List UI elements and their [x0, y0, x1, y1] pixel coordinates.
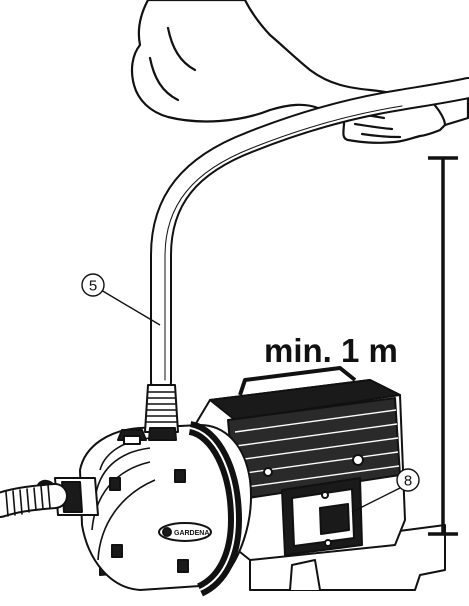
garden-pump: GARDENA: [35, 366, 446, 597]
height-dimension: [428, 156, 458, 536]
switch-callout: 8: [351, 468, 420, 513]
inlet-hose: [0, 483, 68, 518]
callout-number-5: 5: [89, 278, 97, 295]
hose-callout: 5: [81, 273, 161, 326]
min-height-label: min. 1 m: [264, 332, 398, 369]
callout-number-8: 8: [404, 473, 412, 490]
suction-hose: [150, 77, 469, 393]
brand-mark: GARDENA: [174, 530, 209, 537]
